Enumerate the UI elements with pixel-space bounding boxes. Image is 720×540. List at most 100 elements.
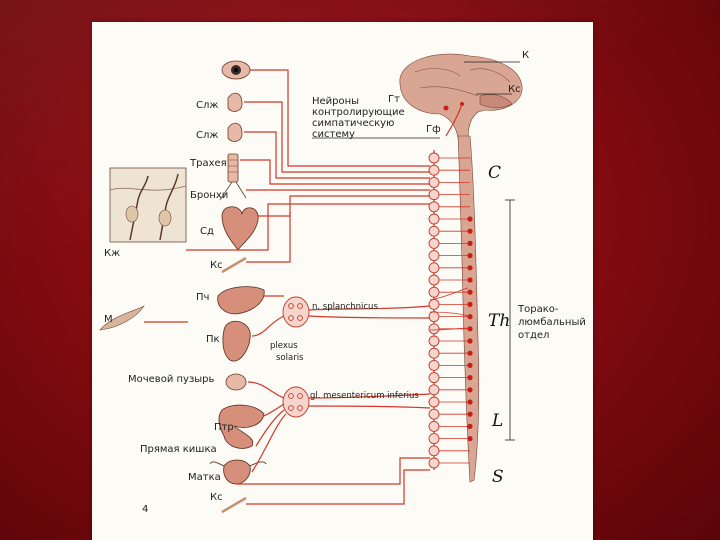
lateral-horn-neuron	[467, 253, 473, 259]
uterus	[209, 459, 267, 485]
lateral-horn-neuron	[467, 277, 473, 283]
brain	[399, 53, 523, 139]
lacrimal-gland-2	[227, 122, 243, 142]
chain-ganglion	[428, 225, 440, 237]
intestine	[218, 404, 265, 449]
lateral-horn-neuron	[467, 216, 473, 222]
lateral-horn-neuron	[467, 411, 473, 417]
label-k: К	[522, 50, 529, 61]
label-neurons-3: симпатическую	[312, 118, 394, 129]
label-ks-mid: Кс	[210, 260, 223, 271]
chain-ganglion	[428, 298, 440, 310]
label-pch: Пч	[196, 292, 209, 303]
label-slzh-1: Слж	[196, 100, 218, 111]
figure-panel	[92, 22, 593, 540]
chain-ganglion	[428, 433, 440, 445]
spinal-root-dots	[467, 216, 473, 442]
label-neurons-gt: Гт	[388, 94, 400, 105]
chain-ganglion	[428, 237, 440, 249]
label-ks-bot: Кс	[210, 492, 223, 503]
chain-ganglion	[428, 372, 440, 384]
label-thoraco-1: Торако-	[517, 304, 559, 315]
preganglionic-fibres	[308, 287, 471, 409]
chain-ganglion	[428, 250, 440, 262]
label-gf: Гф	[426, 124, 441, 135]
label-neurons-2: контролирующие	[312, 107, 405, 118]
label-segment-th: Th	[488, 311, 510, 331]
lateral-horn-neuron	[467, 350, 473, 356]
chain-ganglion	[428, 396, 440, 408]
liver	[217, 286, 265, 315]
celiac-plexus-ganglion	[282, 296, 310, 328]
label-kzh: Кж	[104, 248, 120, 259]
chain-ganglion	[428, 189, 440, 201]
lateral-horn-neuron	[467, 375, 473, 381]
lateral-horn-neuron	[467, 289, 473, 295]
chain-ganglia	[428, 152, 470, 469]
bladder	[225, 373, 247, 391]
eye	[221, 60, 251, 80]
label-trachea: Трахея	[189, 158, 227, 169]
label-segment-c: C	[488, 163, 501, 183]
chain-ganglion	[428, 457, 440, 469]
segment-ruler	[505, 199, 515, 441]
label-segment-l: L	[491, 411, 503, 431]
lacrimal-gland-1	[227, 92, 243, 112]
lateral-horn-neuron	[467, 228, 473, 234]
label-n-splanchnicus: n. splanchnicus	[312, 302, 378, 312]
chain-ganglion	[428, 262, 440, 274]
trachea	[219, 153, 247, 201]
chain-ganglion	[428, 335, 440, 347]
chain-ganglion	[428, 311, 440, 323]
lateral-horn-neuron	[467, 436, 473, 442]
label-bronchi: Бронхи	[190, 190, 228, 201]
lateral-horn-neuron	[467, 399, 473, 405]
label-plexus-2: solaris	[276, 353, 304, 363]
blood-vessel-1	[221, 256, 247, 274]
chain-ganglion	[428, 286, 440, 298]
chain-ganglion	[428, 323, 440, 335]
skin-section	[109, 167, 187, 243]
chain-ganglion	[428, 408, 440, 420]
blood-vessel-2	[221, 496, 247, 514]
label-segment-s: S	[492, 467, 504, 487]
chain-ganglion	[428, 420, 440, 432]
label-neurons-4: систему	[312, 129, 355, 140]
chain-ganglion	[428, 384, 440, 396]
label-slzh-2: Слж	[196, 130, 218, 141]
label-plexus-1: plexus	[270, 341, 298, 351]
labels: К Кс Нейроны Гт контролирующие симпатиче…	[104, 50, 586, 515]
lateral-horn-neuron	[467, 314, 473, 320]
lateral-horn-neuron	[467, 326, 473, 332]
heart	[221, 206, 259, 251]
chain-ganglion	[428, 213, 440, 225]
chain-ganglion	[428, 201, 440, 213]
inferior-mesenteric-ganglion	[282, 386, 310, 418]
label-page-number: 4	[142, 504, 148, 515]
label-thoraco-2: люмбальный	[518, 317, 586, 328]
chain-ganglion	[428, 274, 440, 286]
leader-lines	[312, 61, 520, 139]
label-ptr: Птр	[214, 422, 234, 433]
chain-ganglion	[428, 347, 440, 359]
postganglionic-fibres	[144, 69, 430, 505]
chain-ganglion	[428, 164, 440, 176]
kidney	[222, 320, 251, 362]
label-bladder: Мочевой пузырь	[128, 374, 215, 385]
label-neurons-1: Нейроны	[312, 96, 359, 107]
lateral-horn-neuron	[467, 338, 473, 344]
chain-ganglion	[428, 445, 440, 457]
lateral-horn-neuron	[467, 362, 473, 368]
chain-ganglion	[428, 176, 440, 188]
lateral-horn-neuron	[467, 423, 473, 429]
chain-ganglion	[428, 359, 440, 371]
label-rectum: Прямая кишка	[140, 444, 217, 455]
label-m: М	[104, 314, 113, 325]
lateral-horn-neuron	[467, 265, 473, 271]
lateral-horn-neuron	[467, 387, 473, 393]
label-gl-mesenteric: gl. mesentericum inferius	[310, 391, 419, 401]
lateral-horn-neuron	[467, 240, 473, 246]
label-sd: Сд	[200, 226, 214, 237]
label-uterus: Матка	[188, 472, 221, 483]
